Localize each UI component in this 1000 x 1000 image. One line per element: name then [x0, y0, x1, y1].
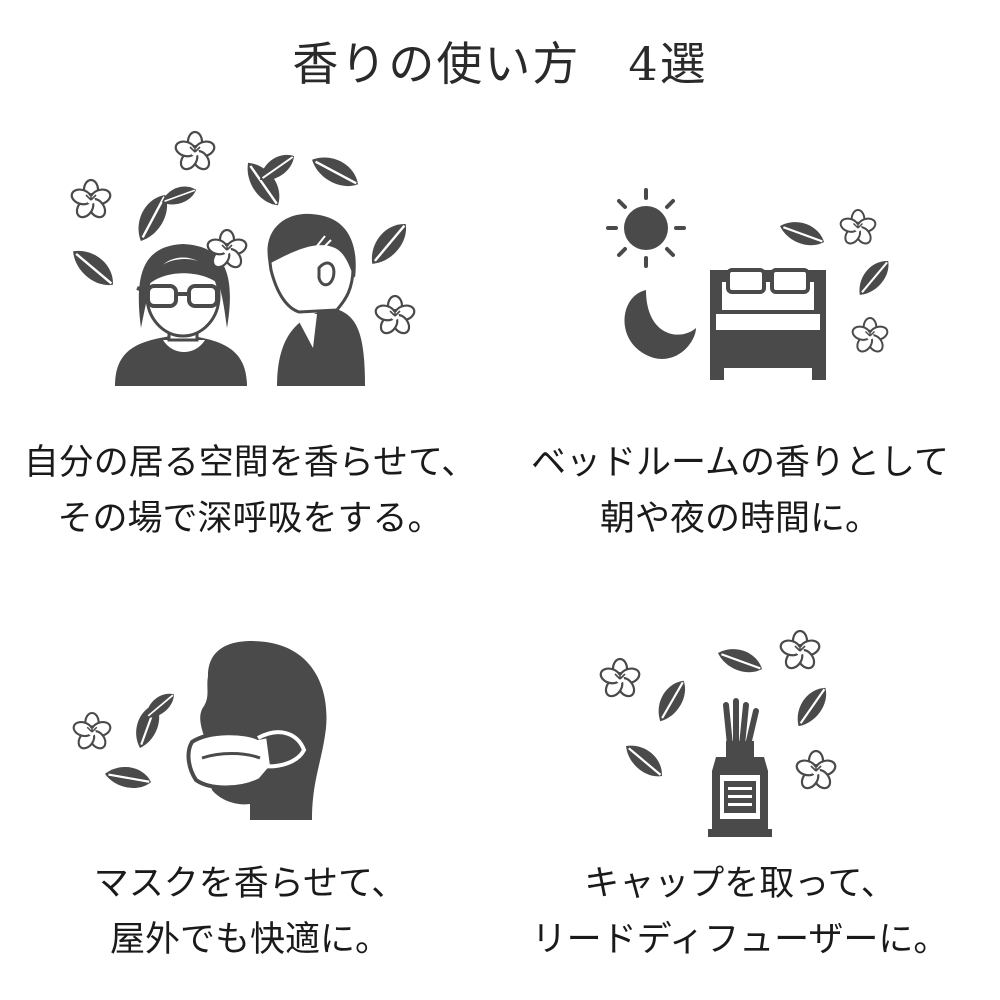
caption-mask: マスクを香らせて、 屋外でも快適に。: [0, 856, 500, 968]
caption-room: 自分の居る空間を香らせて、 その場で深呼吸をする。: [0, 435, 500, 547]
caption-line: 朝や夜の時間に。: [599, 499, 880, 539]
reed-diffuser-icon: [590, 625, 840, 840]
caption-line: マスクを香らせて、: [93, 864, 407, 904]
caption-line: その場で深呼吸をする。: [57, 499, 443, 539]
caption-line: キャップを取って、: [584, 864, 896, 904]
caption-line: 屋外でも快適に。: [109, 920, 390, 960]
mask-head-icon: [60, 640, 340, 820]
caption-line: リードディフューザーに。: [531, 920, 949, 960]
caption-line: ベッドルームの香りとして: [531, 443, 949, 483]
people-leaves-flowers-icon: [55, 118, 425, 388]
page-title: 香りの使い方 4選: [292, 37, 708, 91]
caption-bedroom: ベッドルームの香りとして 朝や夜の時間に。: [490, 435, 990, 547]
caption-line: 自分の居る空間を香らせて、: [23, 443, 477, 483]
bed-sun-moon-icon: [600, 180, 900, 385]
caption-diffuser: キャップを取って、 リードディフューザーに。: [490, 856, 990, 968]
